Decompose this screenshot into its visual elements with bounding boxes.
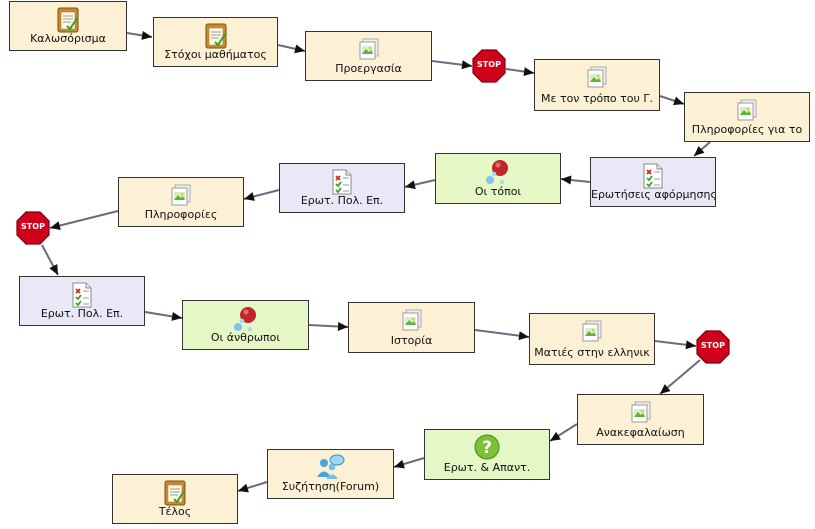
image-doc-icon [629, 400, 653, 428]
node-label: Καλωσόρισμα [30, 32, 106, 45]
node-qa[interactable]: ? Ερωτ. & Απαντ. [424, 429, 550, 480]
stop-label: STOP [701, 341, 725, 350]
arrowhead [518, 331, 529, 341]
stop-label: STOP [21, 222, 45, 231]
node-history[interactable]: Ιστορία [348, 302, 475, 353]
arrowhead [49, 264, 58, 275]
arrowhead [405, 180, 416, 190]
checklist-icon [330, 168, 354, 200]
notebook-icon [203, 22, 229, 54]
node-forum[interactable]: Συζήτηση(Forum) [267, 449, 394, 499]
image-doc-icon [400, 308, 424, 336]
question-icon: ? [473, 433, 501, 465]
node-preparation[interactable]: Προεργασία [305, 31, 432, 81]
stop-point-3[interactable]: STOP [696, 330, 730, 364]
node-the-people[interactable]: Οι άνθρωποι [182, 300, 309, 350]
node-label: Ιστορία [390, 334, 433, 347]
node-trigger-questions[interactable]: Ερωτήσεις αφόρμησης [590, 157, 716, 207]
arrowhead [141, 30, 152, 40]
node-information[interactable]: Πληροφορίες [118, 177, 244, 227]
node-label: Με τον τρόπο του Γ. [541, 92, 653, 105]
arrowhead [238, 483, 249, 493]
node-label: Στόχοι μαθήματος [164, 48, 267, 61]
node-mcq-2[interactable]: Ερωτ. Πολ. Επ. [19, 276, 145, 326]
arrowhead [694, 146, 705, 156]
arrowhead [461, 60, 472, 70]
stop-sign-icon [696, 330, 730, 364]
arrowhead [550, 431, 561, 441]
notebook-icon [55, 6, 81, 38]
node-mcq-1[interactable]: Ερωτ. Πολ. Επ. [279, 163, 405, 213]
notebook-icon [162, 479, 188, 511]
arrowhead [523, 67, 534, 77]
node-info-about[interactable]: Πληροφορίες για το [684, 92, 810, 142]
stop-point-2[interactable]: STOP [16, 211, 50, 245]
node-label: Ανακεφαλαίωση [596, 426, 685, 439]
arrowhead [50, 221, 61, 230]
stop-label: STOP [477, 60, 501, 69]
arrowhead [244, 192, 255, 201]
node-the-places[interactable]: Οι τόποι [435, 153, 561, 204]
stop-sign-icon [16, 211, 50, 245]
node-label: Συζήτηση(Forum) [281, 480, 380, 493]
node-recap[interactable]: Ανακεφαλαίωση [577, 394, 704, 445]
image-doc-icon [580, 319, 604, 347]
arrowhead [673, 96, 684, 106]
node-by-way-of-g[interactable]: Με τον τρόπο του Γ. [534, 59, 660, 111]
node-glimpses[interactable]: Ματιές στην ελληνικ [529, 313, 655, 365]
arrowhead [394, 459, 405, 469]
checklist-icon [641, 162, 665, 194]
node-label: Ερωτ. Πολ. Επ. [300, 194, 384, 207]
node-label: Οι τόποι [474, 185, 522, 198]
arrowhead [685, 340, 696, 350]
stop-sign-icon [472, 49, 506, 83]
node-label: Ερωτ. Πολ. Επ. [40, 307, 124, 320]
svg-text:?: ? [482, 438, 492, 458]
arrowhead [294, 44, 305, 54]
node-label: Προεργασία [335, 62, 402, 75]
node-label: Τέλος [158, 505, 192, 518]
arrowhead [660, 384, 671, 394]
node-label: Πληροφορίες για το [691, 123, 803, 136]
node-label: Πληροφορίες [144, 208, 218, 221]
node-end[interactable]: Τέλος [112, 474, 238, 524]
node-label: Ματιές στην ελληνικ [534, 346, 650, 359]
node-welcome[interactable]: Καλωσόρισμα [9, 1, 127, 51]
stop-point-1[interactable]: STOP [472, 49, 506, 83]
image-doc-icon [735, 98, 759, 126]
arrowhead [337, 321, 348, 331]
node-course-goals[interactable]: Στόχοι μαθήματος [153, 17, 278, 67]
node-label: Οι άνθρωποι [210, 331, 281, 344]
node-label: Ερωτήσεις αφόρμησης [591, 188, 715, 201]
arrowhead [171, 311, 182, 321]
checklist-icon [70, 281, 94, 313]
image-doc-icon [357, 37, 381, 65]
connector-line [49, 210, 119, 229]
bubbles-icon [483, 157, 513, 191]
forum-people-icon [315, 453, 347, 485]
arrowhead [561, 175, 572, 185]
node-label: Ερωτ. & Απαντ. [443, 461, 531, 474]
image-doc-icon [585, 65, 609, 93]
bubbles-icon [231, 304, 261, 338]
image-doc-icon [169, 183, 193, 211]
